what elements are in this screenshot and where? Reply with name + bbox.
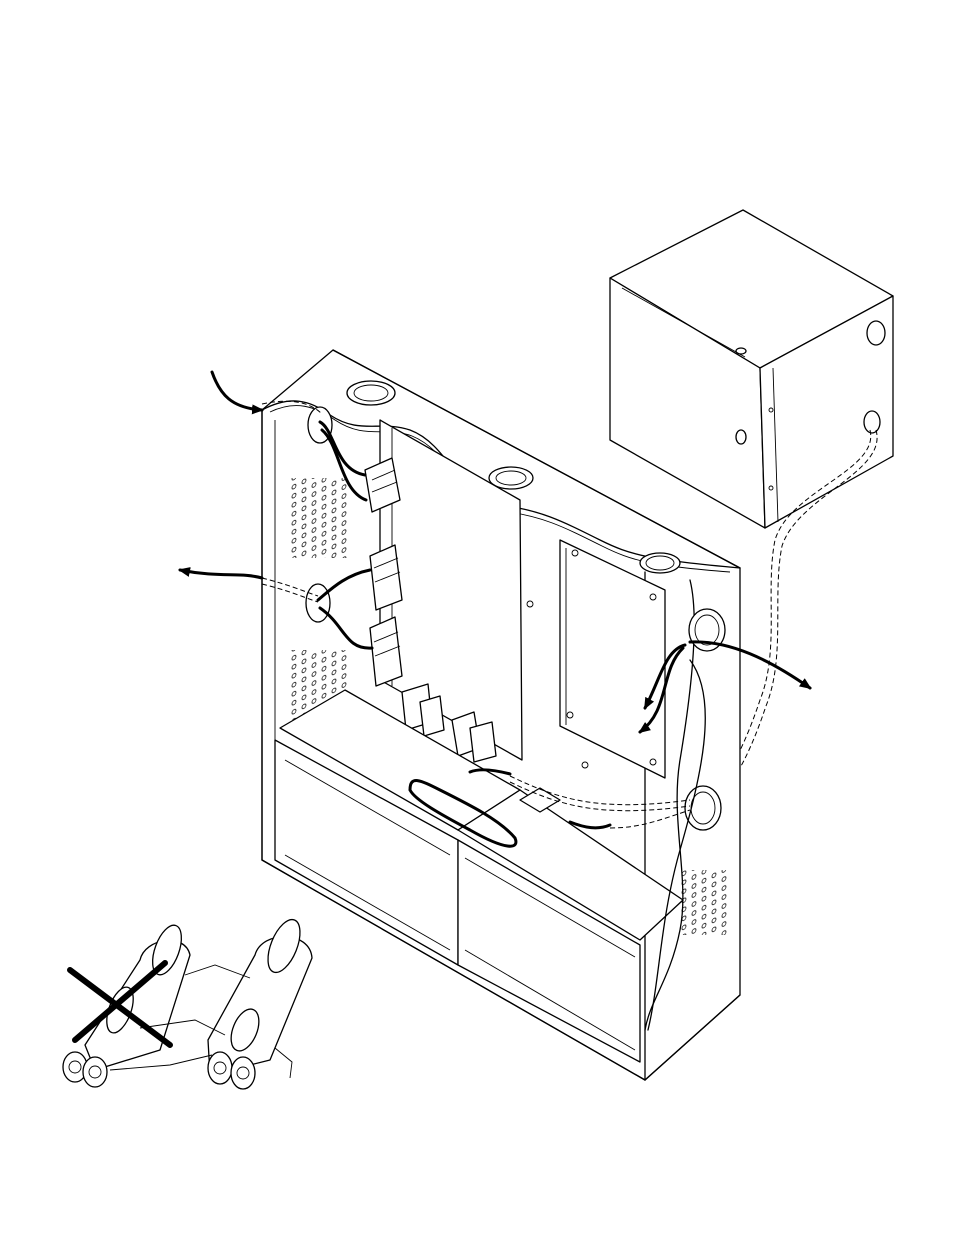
cable-correct [208,915,312,1089]
cable-incorrect [63,921,190,1087]
auxiliary-box [610,210,893,528]
